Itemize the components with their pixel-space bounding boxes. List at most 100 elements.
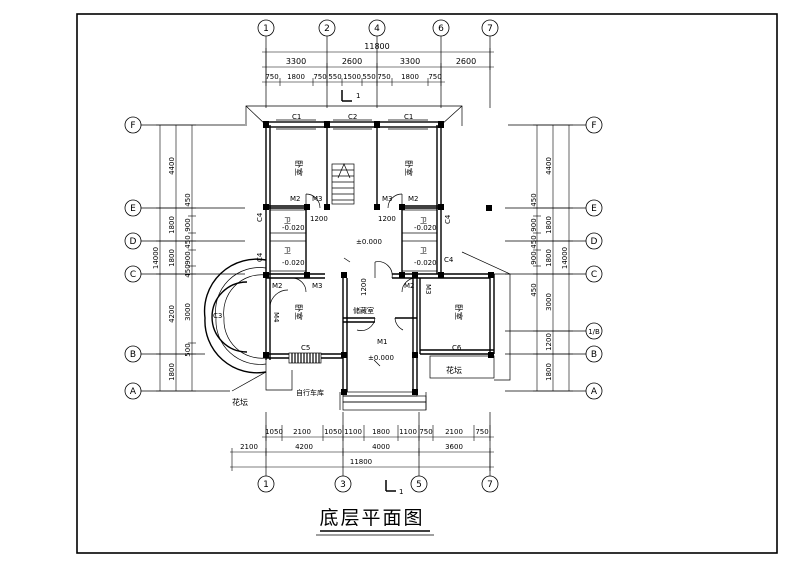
opening-labels: C1 C2 C1 M2 M3 M3 M2 1200 1200 C4 C4 C4 …: [213, 113, 462, 362]
section-mark-top: 1: [341, 90, 360, 102]
dim-top2-7: 1800: [401, 73, 419, 81]
dim-left-1800c: 1800: [168, 363, 176, 381]
room-labels: 卧室 卧室 卧室 卧室 卫 卫 卫 卫 储藏室 自行车库 花坛 花坛: [232, 160, 464, 407]
label-C4-a: C4: [256, 212, 264, 222]
right-dimensions: 4400 1800 1800 3000 1200 1800 14000 450 …: [530, 124, 573, 392]
dim-right-in-900a: 900: [530, 218, 538, 231]
dim-left-in-900a: 900: [184, 218, 192, 231]
axis-right-A: A: [591, 387, 598, 397]
axis-bottom-5: 5: [416, 480, 422, 490]
label-M3-c: M3: [312, 282, 323, 290]
axis-left-C: C: [130, 270, 136, 280]
room-toilet-1: 卫: [284, 217, 291, 225]
left-dimensions: 14000 4400 1800 1800 4200 1800 450 900 4…: [152, 124, 196, 392]
label-elev-t3: -0.020: [414, 224, 437, 232]
room-bedroom-topright: 卧室: [404, 160, 414, 176]
dim-right-in-900b: 900: [530, 251, 538, 264]
dim-right-1800c: 1800: [545, 363, 553, 381]
label-C4-c: C4: [444, 214, 452, 224]
dim-bot1-8: 750: [475, 428, 488, 436]
dim-top2-6: 750: [377, 73, 390, 81]
dim-right-4400: 4400: [545, 157, 553, 175]
axis-top-1: 1: [263, 24, 269, 34]
dim-bot2-3: 3600: [445, 443, 463, 451]
axis-bottom-3: 3: [340, 480, 346, 490]
label-M2-c: M2: [272, 282, 283, 290]
dim-top1-b: 2600: [342, 57, 362, 66]
bottom-axis-bubbles: 1 3 5 7: [257, 475, 499, 493]
axis-right-B: B: [591, 350, 597, 360]
dim-left-in-450a: 450: [184, 193, 192, 206]
dim-right-1800b: 1800: [545, 249, 553, 267]
dim-top2-0: 750: [265, 73, 278, 81]
dim-bot1-2: 1050: [324, 428, 342, 436]
axis-left-B: B: [130, 350, 136, 360]
dim-bot1-0: 1050: [265, 428, 283, 436]
label-M2-d: M2: [404, 282, 415, 290]
room-toilet-4: 卫: [420, 247, 427, 255]
marker-square: [486, 205, 492, 211]
label-elev-hall: ±0.000: [368, 354, 394, 362]
dim-bot-total: 11800: [350, 458, 372, 466]
dim-right-1200: 1200: [545, 333, 553, 351]
label-1200-mid: 1200: [360, 278, 368, 296]
dim-left-in-900b: 900: [184, 251, 192, 264]
axis-top-6: 6: [438, 24, 444, 34]
axis-bottom-7: 7: [487, 480, 493, 490]
axis-top-2: 2: [324, 24, 330, 34]
room-bedroom-topleft: 卧室: [294, 160, 304, 176]
drawing-frame: [76, 13, 778, 554]
dim-left-in-3000: 3000: [184, 303, 192, 321]
label-M2-a: M2: [290, 195, 301, 203]
right-axis-bubbles: F E D C 1/B B A: [505, 116, 603, 400]
label-C3: C3: [213, 312, 222, 320]
dim-top2-5: 550: [362, 73, 375, 81]
dim-left-in-450b: 450: [184, 235, 192, 248]
structural-columns: [263, 121, 494, 395]
axis-left-E: E: [130, 204, 136, 214]
dim-right-in-450a: 450: [530, 193, 538, 206]
room-bedroom-lowerright: 卧室: [454, 304, 464, 320]
dim-bot2-1: 4200: [295, 443, 313, 451]
dim-top1-c: 3300: [400, 57, 420, 66]
axis-top-4: 4: [374, 24, 380, 34]
dim-right-total: 14000: [561, 247, 569, 269]
dim-left-4400: 4400: [168, 157, 176, 175]
room-garage: 自行车库: [296, 388, 324, 397]
axis-bottom-1: 1: [263, 480, 269, 490]
axis-right-C: C: [591, 270, 597, 280]
dim-bot1-6: 750: [419, 428, 432, 436]
label-M3-b: M3: [382, 195, 393, 203]
section-label-bottom: 1: [399, 488, 403, 496]
dim-top2-3: 550: [328, 73, 341, 81]
dim-left-in-450c: 450: [184, 264, 192, 277]
dim-top1-a: 3300: [286, 57, 306, 66]
dim-right-3000: 3000: [545, 293, 553, 311]
dim-bot1-3: 1100: [344, 428, 362, 436]
label-1200-right: 1200: [378, 215, 396, 223]
label-M3-d: M3: [424, 284, 432, 295]
building-walls: [203, 105, 511, 411]
flower-bed-right: 花坛: [446, 365, 462, 375]
label-C2: C2: [348, 113, 357, 121]
axis-right-E: E: [591, 204, 597, 214]
axis-left-F: F: [130, 121, 135, 131]
dim-left-total: 14000: [152, 247, 160, 269]
label-1200-left: 1200: [310, 215, 328, 223]
label-M4: M4: [272, 312, 280, 323]
room-storage: 储藏室: [353, 306, 374, 315]
room-bedroom-lowerleft: 卧室: [294, 304, 304, 320]
dim-left-in-500: 500: [184, 343, 192, 356]
vent-grille: [288, 352, 322, 364]
top-dimensions: 11800 3300 2600 3300 2600 750 1800 750 5…: [262, 42, 494, 86]
label-elev-t4: -0.020: [414, 259, 437, 267]
dim-top2-2: 750: [313, 73, 326, 81]
axis-right-1B: 1/B: [588, 328, 600, 336]
dim-bot2-0: 2100: [240, 443, 258, 451]
drawing-title: 底层平面图: [319, 507, 424, 529]
label-elev-upper: ±0.000: [356, 238, 382, 246]
axis-left-D: D: [130, 237, 137, 247]
dim-right-in-450c: 450: [530, 283, 538, 296]
dim-right-1800a: 1800: [545, 216, 553, 234]
